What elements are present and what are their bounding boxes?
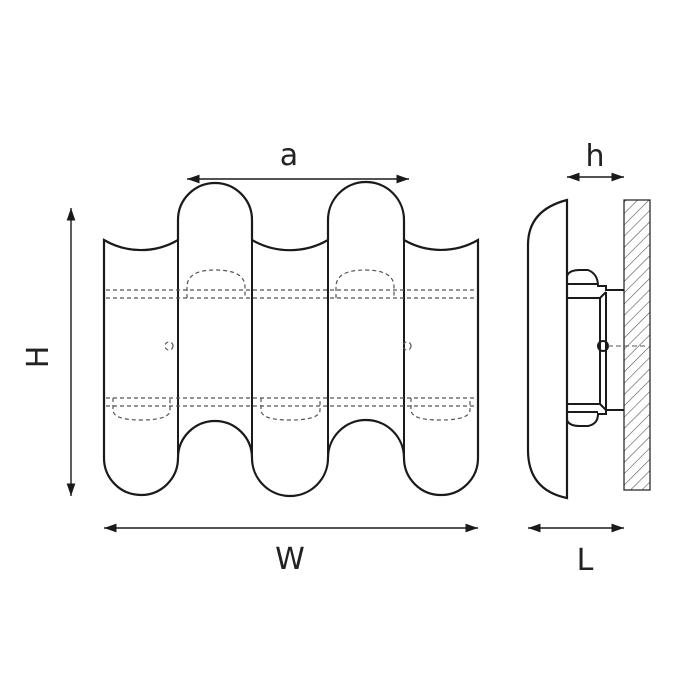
dim-h-label: h [585,139,604,174]
side-view [526,198,651,500]
dim-W-label: W [275,542,305,577]
dim-L-label: L [577,543,594,578]
side-body [526,198,569,500]
mounting-bracket [566,269,624,427]
hidden-lines [106,269,476,421]
wall [623,199,651,491]
dimensions [66,172,624,533]
dim-a-label: a [280,138,298,173]
front-view [102,180,480,498]
front-outline [102,180,480,498]
dim-H-label: H [21,346,56,369]
